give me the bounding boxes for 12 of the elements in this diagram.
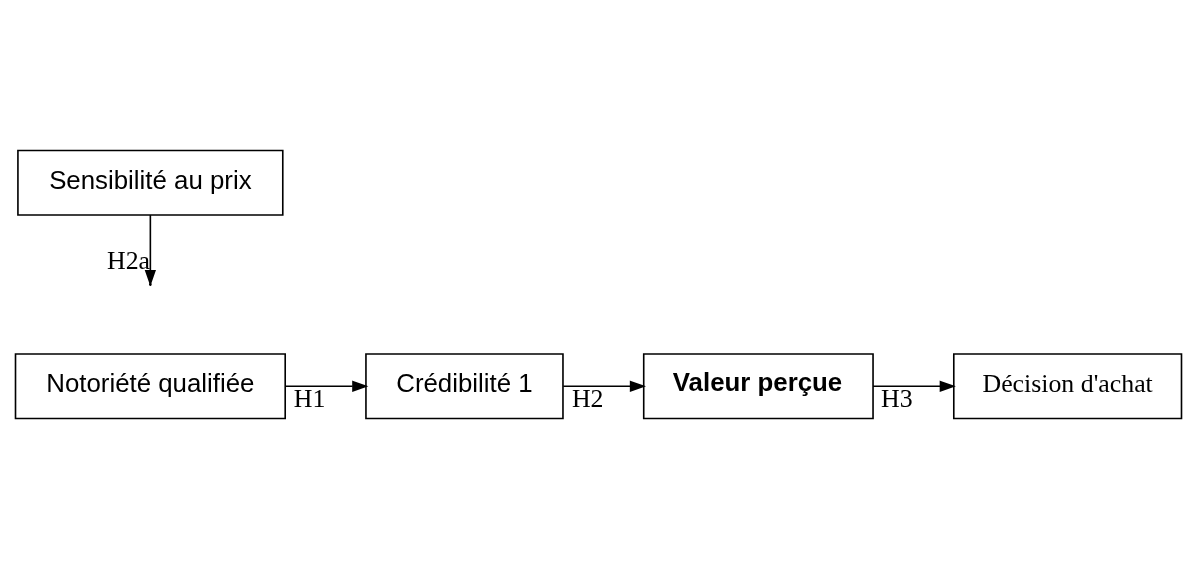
arrow [872, 380, 956, 392]
node-box: Crédibilité 1 [365, 353, 564, 420]
node-box: Notoriété qualifiée [14, 353, 286, 420]
arrow [284, 380, 369, 392]
node-box: Sensibilité au prix [17, 149, 284, 216]
edge-label: H3 [881, 383, 913, 413]
edge-label: H2 [571, 383, 604, 413]
node-box: Décision d'achat [953, 353, 1183, 420]
edge-label: H1 [293, 383, 326, 413]
edge-label: H2a [107, 246, 151, 276]
arrow [562, 380, 646, 392]
node-box: Valeur perçue [642, 353, 874, 420]
